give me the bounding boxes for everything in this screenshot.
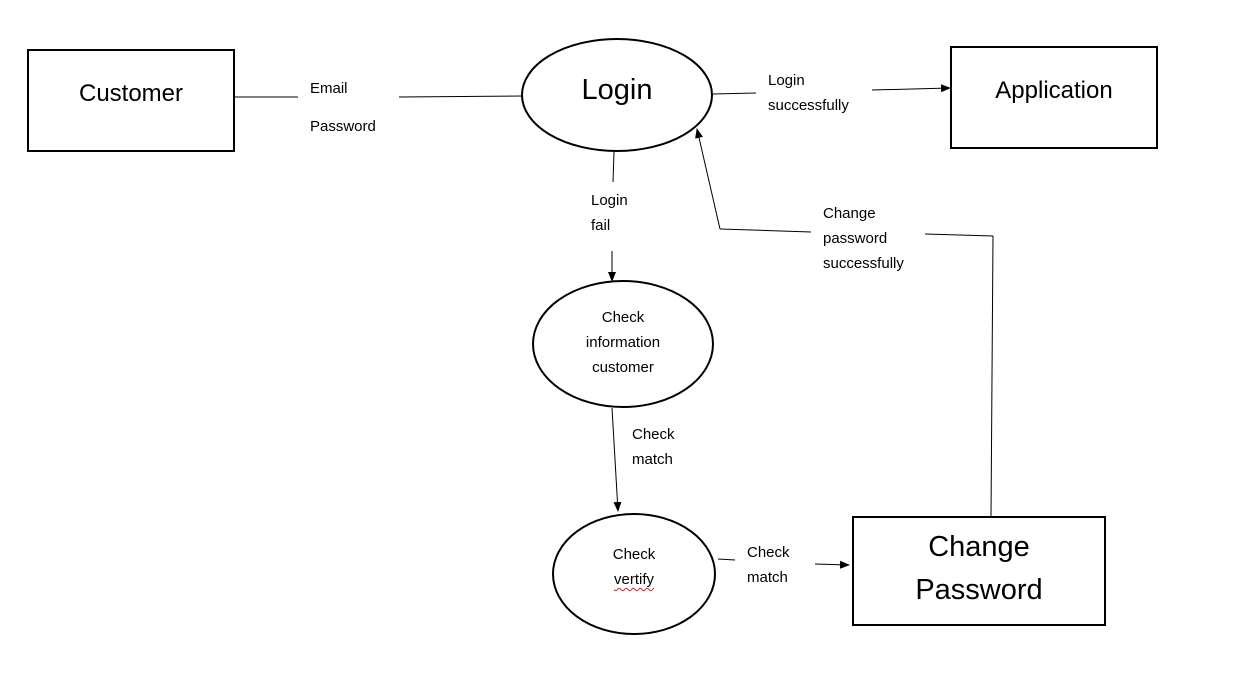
application-box (950, 46, 1158, 149)
check-verify-ellipse (552, 513, 716, 635)
edge-label-check-match-1: Check match (632, 426, 675, 468)
edge-label-email-password: Email Password (310, 80, 376, 135)
change-password-box (852, 516, 1106, 626)
check-info-ellipse (532, 280, 714, 408)
edge-login-app-seg1 (712, 92, 757, 95)
edge-label-login-successfully: Login successfully (768, 72, 849, 114)
edge-change-login-seg1 (924, 233, 994, 237)
check-info-label: Check information customer (585, 309, 661, 376)
edge-verify-change-arrow (814, 560, 850, 569)
check-verify-label: Check vertify (612, 546, 656, 588)
edge-checkinfo-verify-arrow (611, 407, 622, 512)
edge-customer-login-seg2 (398, 95, 523, 98)
edge-label-check-match-2: Check match (747, 544, 790, 586)
customer-box (27, 49, 235, 152)
edge-login-checkinfo-seg1 (612, 151, 615, 183)
change-password-label: Change Password (915, 531, 1043, 606)
edge-label-change-password-successfully: Change password successfully (823, 205, 904, 272)
edge-login-app-arrow (871, 84, 951, 93)
edge-change-login-arrow (695, 128, 721, 230)
login-ellipse (521, 38, 713, 152)
edge-change-login-seg2 (719, 228, 812, 233)
edge-verify-change-seg1 (717, 558, 736, 561)
login-label: Login (581, 74, 653, 106)
edge-change-login-vertical (990, 235, 994, 518)
customer-label: Customer (78, 80, 184, 107)
edge-label-login-fail: Login fail (591, 192, 628, 234)
application-label: Application (995, 77, 1113, 104)
